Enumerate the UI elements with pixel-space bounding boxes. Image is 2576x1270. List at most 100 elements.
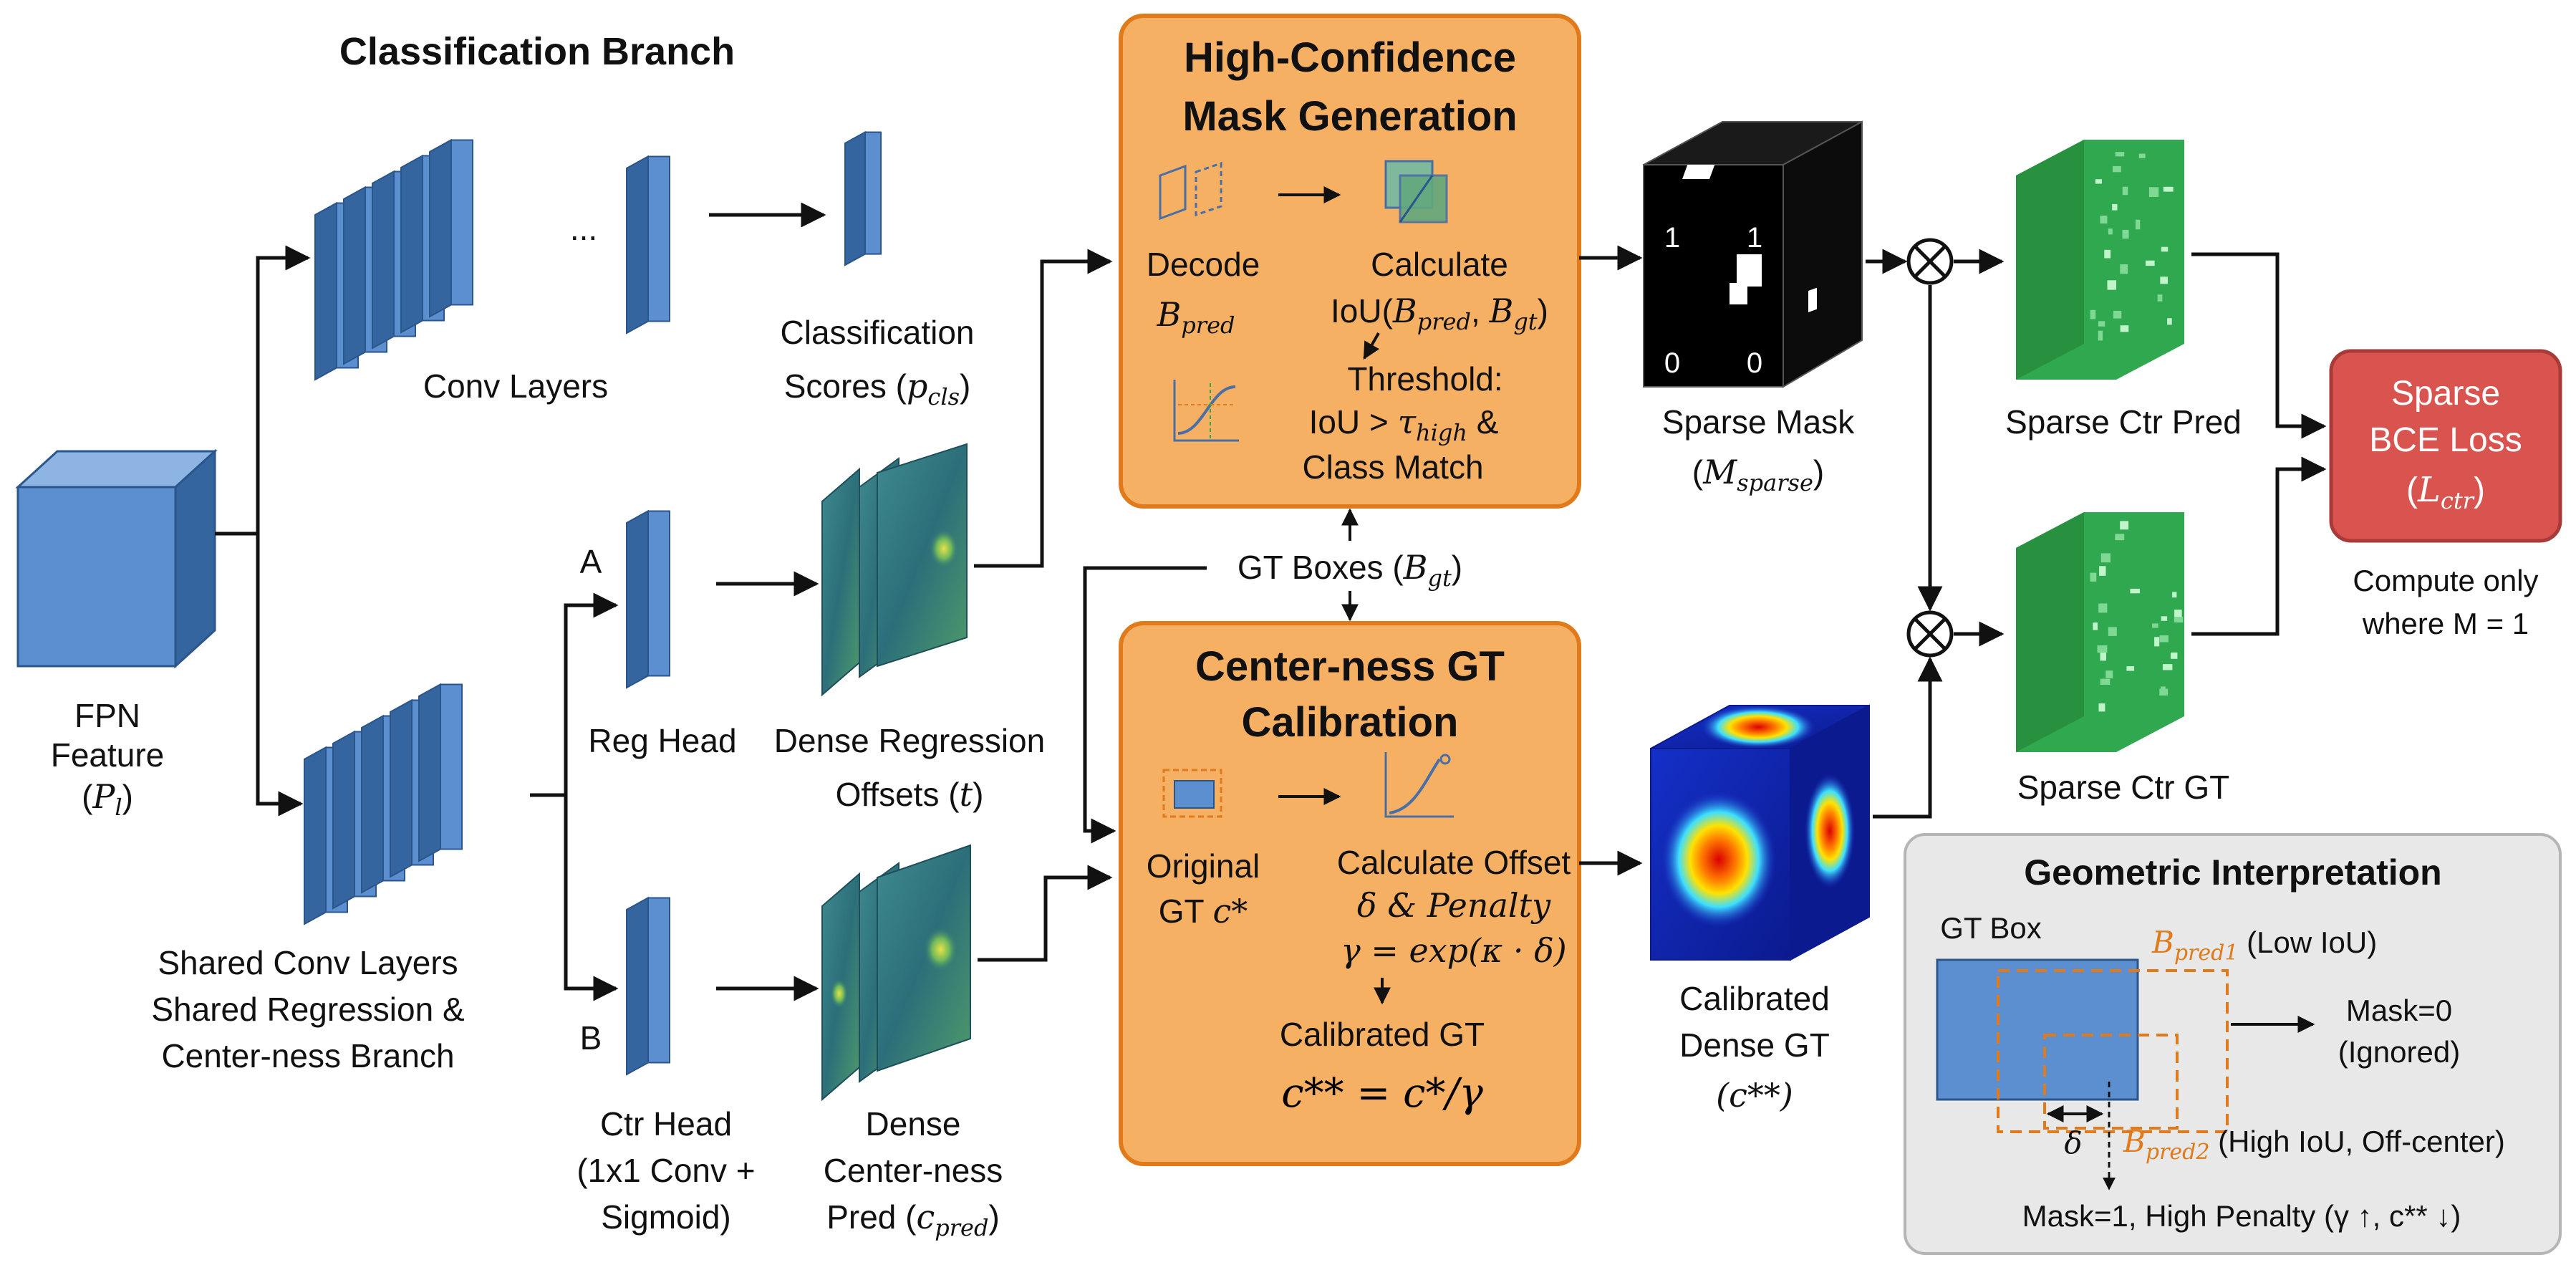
dense-regression-line1: Dense Regression xyxy=(774,722,1045,759)
speckle xyxy=(2120,521,2129,530)
sparse-mask-cube xyxy=(1643,120,1863,388)
geo-mask1-label: Mask=1, High Penalty (γ ↑, c** ↓) xyxy=(2022,1199,2461,1233)
shared-conv-slab-2-side xyxy=(332,730,355,910)
geo-delta-label: δ xyxy=(2064,1125,2082,1160)
geometric-title: Geometric Interpretation xyxy=(2024,852,2441,893)
ctr-head-line1: Ctr Head xyxy=(600,1105,732,1142)
speckle xyxy=(2122,186,2128,196)
mask-generation-box xyxy=(1119,14,1581,509)
ctr-head-line2: (1x1 Conv + xyxy=(577,1152,755,1189)
shared-conv-layers xyxy=(304,683,463,925)
arrow-centerness-to-calibration xyxy=(978,865,1113,962)
speckle xyxy=(2136,219,2141,230)
cls-conv-slab-3-side xyxy=(372,170,395,350)
ctr-head-layer xyxy=(626,896,670,1076)
original-label: Original xyxy=(1147,847,1260,885)
speckle xyxy=(2109,284,2115,290)
speckle xyxy=(2148,187,2159,197)
classification-scores-layer xyxy=(844,130,882,266)
classification-ellipsis: ... xyxy=(570,210,597,247)
sparse-ctr-gt-map xyxy=(2016,512,2184,752)
classification-conv-layer-last xyxy=(626,155,670,335)
speckle xyxy=(2100,553,2111,563)
speckle xyxy=(2113,310,2122,319)
geo-pred2-box xyxy=(2043,1034,2179,1130)
iou-icon xyxy=(1384,160,1448,223)
speckle xyxy=(2130,588,2140,594)
multiply-node-top xyxy=(1906,238,1954,285)
speckle xyxy=(2122,229,2129,239)
calibration-box xyxy=(1119,621,1581,1166)
cls-score-slab-1-front xyxy=(864,131,882,255)
reg-head-slab-1-front xyxy=(647,510,670,677)
speckle xyxy=(2126,666,2135,671)
speckle xyxy=(2174,617,2184,622)
offset-curve-icon xyxy=(1384,752,1454,818)
mask-digit-4: 0 xyxy=(1747,347,1762,379)
reg-head-slab-1-side xyxy=(626,509,649,689)
decode-label: Decode xyxy=(1147,246,1260,283)
iou-formula: IoU(Bpred, Bgt) xyxy=(1331,292,1548,335)
speckle xyxy=(2112,203,2118,211)
shared-conv-slab-3-side xyxy=(361,714,384,894)
threshold-icon xyxy=(1173,380,1239,442)
dense-centerness-maps xyxy=(821,844,971,1102)
speckle xyxy=(2162,664,2173,670)
calibration-title-line1: Center-ness GT xyxy=(1195,643,1505,690)
delta-penalty-label: δ & Penalty xyxy=(1357,886,1551,925)
dense-regression-maps xyxy=(821,443,968,697)
speckle xyxy=(2159,688,2169,696)
classification-conv-layers xyxy=(314,138,473,381)
ctr-head-line3: Sigmoid) xyxy=(601,1198,731,1236)
cls-conv-slab-5-front xyxy=(450,139,473,306)
calibrated-dense-line2: Dense GT xyxy=(1679,1026,1830,1064)
speckle xyxy=(2160,276,2168,284)
loss-arrows xyxy=(2191,252,2327,636)
shared-label-line2: Shared Regression & xyxy=(151,991,464,1028)
speckle xyxy=(2146,260,2155,266)
classification-branch-title: Classification Branch xyxy=(339,30,735,73)
geo-pred1-box xyxy=(1997,969,2229,1133)
cls-score-slab-1-side xyxy=(844,130,866,266)
mask-digit-1: 1 xyxy=(1664,222,1680,254)
speckle xyxy=(2098,330,2103,341)
calibrated-dense-gt-cube xyxy=(1650,704,1870,961)
shared-conv-slab-5-side xyxy=(418,683,441,862)
loss-line2: BCE Loss xyxy=(2369,421,2522,459)
shared-label-line3: Center-ness Branch xyxy=(161,1037,454,1074)
geo-gt-box-label: GT Box xyxy=(1940,911,2042,945)
speckle xyxy=(2090,572,2097,582)
decode-icon xyxy=(1159,161,1222,221)
sparse-ctr-gt-label: Sparse Ctr GT xyxy=(2017,769,2230,806)
speckle xyxy=(2152,623,2158,628)
speckle xyxy=(2161,616,2168,621)
geo-mask0-line1: Mask=0 xyxy=(2346,994,2452,1027)
loss-note-line2: where M = 1 xyxy=(2362,607,2529,640)
speckle xyxy=(2138,153,2146,158)
speckle xyxy=(2090,309,2096,319)
calibrated-dense-line3: (c**) xyxy=(1716,1076,1793,1115)
branch-a-label: A xyxy=(580,543,602,580)
original-gt-icon xyxy=(1162,769,1222,818)
calibrated-gt-label: Calibrated GT xyxy=(1280,1016,1485,1053)
speckle xyxy=(2172,592,2177,598)
speckle xyxy=(2163,186,2174,192)
speckle xyxy=(2113,165,2121,173)
dense-centerness-line3: Pred (cpred) xyxy=(826,1198,1000,1241)
speckle xyxy=(2159,635,2169,643)
classification-scores-line1: Classification xyxy=(781,314,975,351)
geometric-panel xyxy=(1904,833,2562,1255)
class-match-label: Class Match xyxy=(1302,448,1483,486)
cls-conv-slab-5-side xyxy=(429,138,452,318)
speckle xyxy=(2120,264,2128,274)
geo-mask0-line2: (Ignored) xyxy=(2338,1035,2460,1069)
gt-c-label: GT c* xyxy=(1159,892,1248,930)
calibration-title-line2: Calibration xyxy=(1242,699,1459,746)
cls-conv-slab-4-side xyxy=(400,154,423,334)
loss-line3: (Lctr) xyxy=(2406,470,2485,514)
sparse-ctr-pred-map xyxy=(2016,140,2184,380)
threshold-formula: IoU > τhigh & xyxy=(1309,403,1499,446)
reg-head-label: Reg Head xyxy=(588,722,736,759)
speckle xyxy=(2167,318,2172,325)
